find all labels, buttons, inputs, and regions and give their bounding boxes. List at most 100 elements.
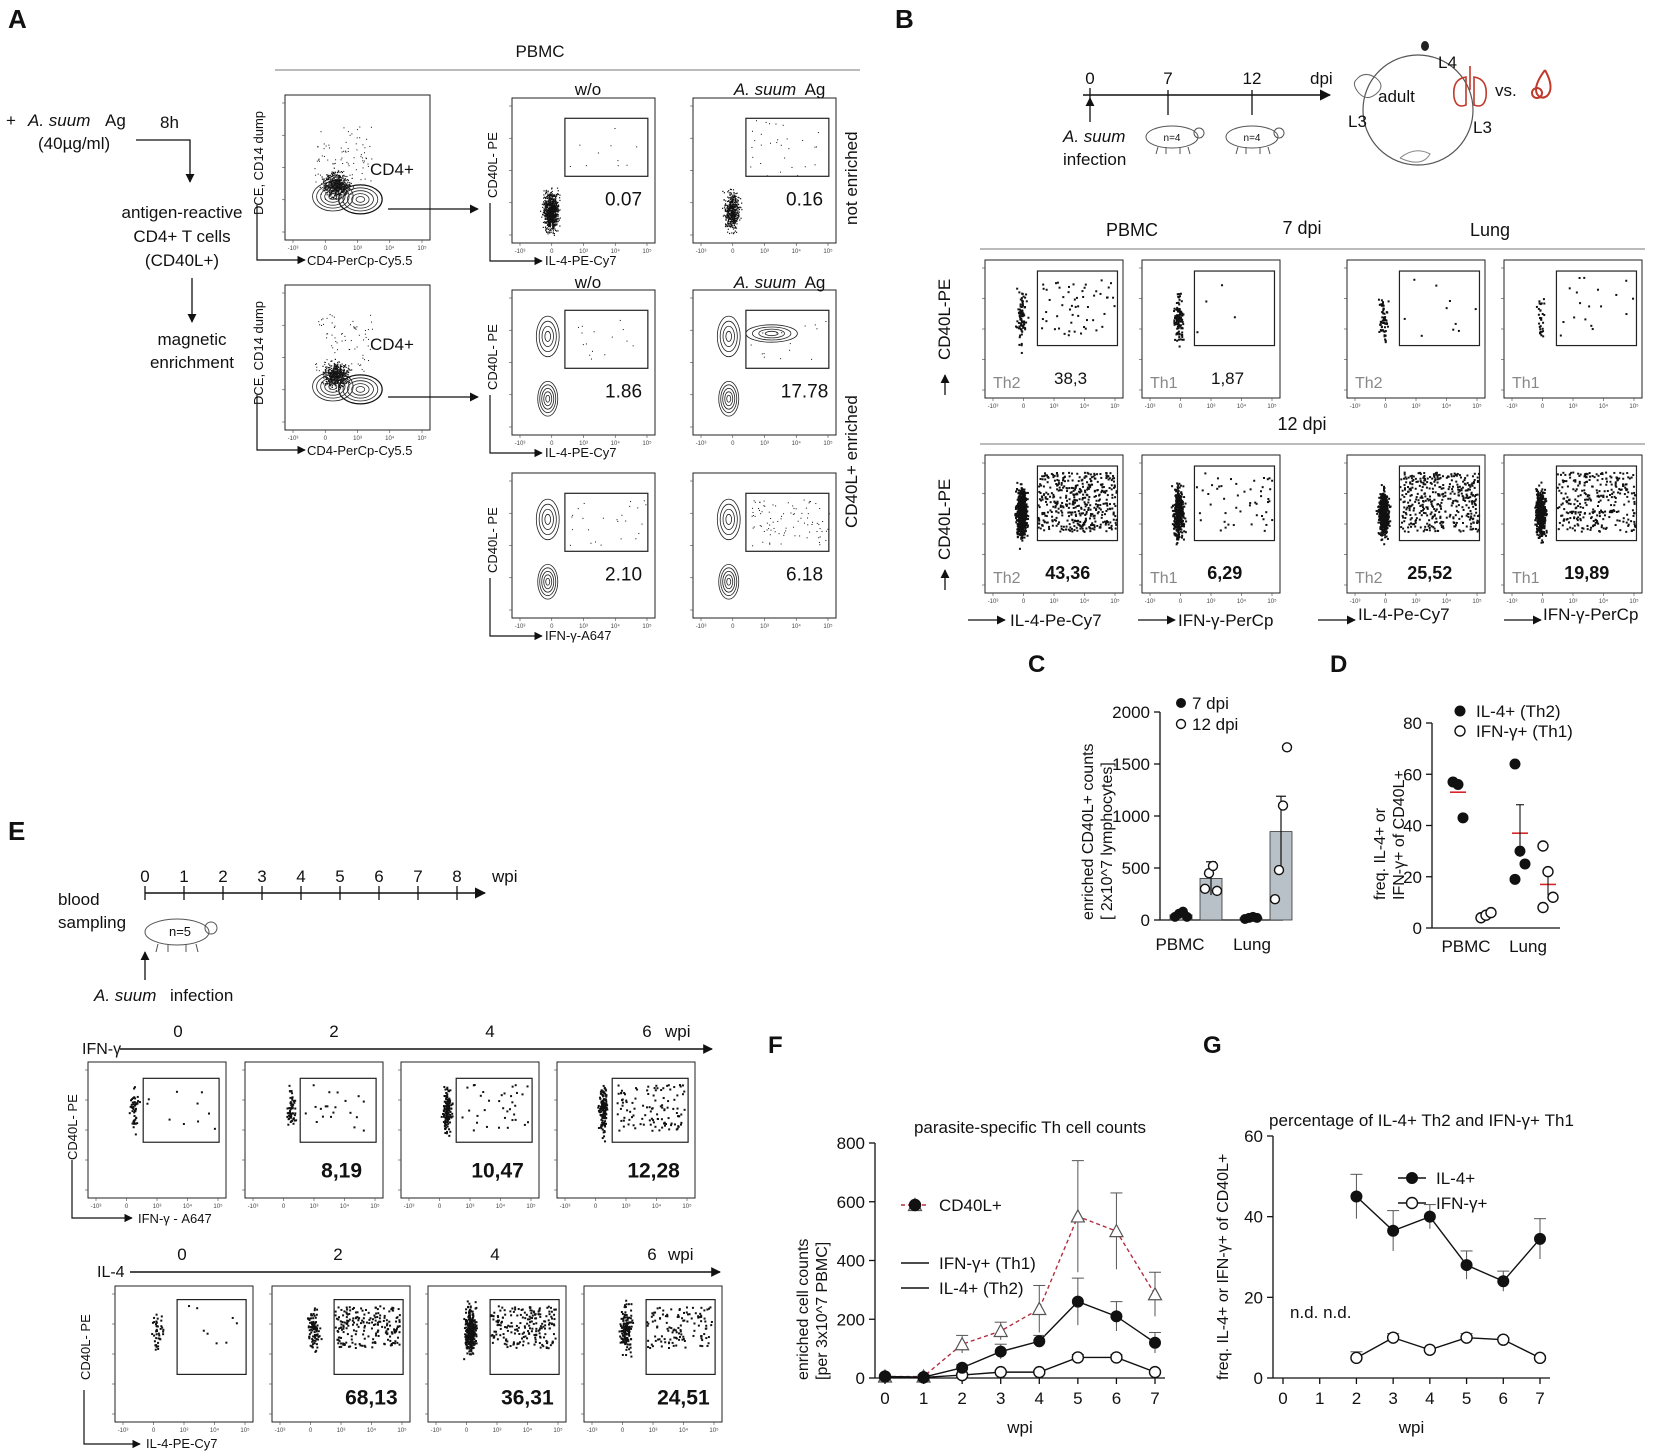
event bbox=[343, 127, 345, 129]
event bbox=[1055, 510, 1058, 513]
event bbox=[1178, 325, 1181, 328]
event bbox=[1060, 482, 1063, 485]
event bbox=[1021, 320, 1024, 323]
event bbox=[751, 130, 753, 132]
event bbox=[549, 197, 552, 199]
event bbox=[359, 137, 361, 139]
event bbox=[551, 199, 553, 201]
event bbox=[1101, 510, 1104, 513]
event bbox=[818, 541, 820, 543]
event bbox=[330, 373, 332, 376]
event bbox=[547, 206, 549, 208]
event bbox=[549, 224, 551, 226]
event bbox=[544, 218, 546, 220]
event bbox=[1074, 488, 1077, 491]
plot-frame bbox=[284, 94, 431, 241]
event bbox=[1179, 317, 1182, 320]
event bbox=[555, 210, 558, 212]
event bbox=[1173, 310, 1176, 313]
event bbox=[550, 230, 552, 232]
event bbox=[1538, 300, 1541, 303]
event bbox=[328, 189, 331, 191]
event bbox=[793, 507, 795, 509]
event bbox=[728, 224, 730, 226]
event bbox=[736, 192, 738, 194]
event bbox=[343, 191, 345, 193]
event bbox=[1026, 534, 1029, 537]
event bbox=[552, 213, 554, 215]
event bbox=[1099, 472, 1102, 475]
event bbox=[760, 144, 762, 146]
event bbox=[335, 192, 338, 194]
event bbox=[1176, 331, 1179, 334]
event bbox=[1099, 483, 1102, 486]
event bbox=[1099, 292, 1102, 295]
event bbox=[737, 216, 739, 219]
event bbox=[1022, 521, 1025, 524]
event bbox=[362, 157, 364, 159]
event bbox=[1055, 516, 1058, 519]
event bbox=[550, 209, 552, 212]
event bbox=[328, 367, 330, 369]
event bbox=[727, 191, 729, 193]
event bbox=[1052, 505, 1055, 508]
contour bbox=[716, 498, 741, 541]
population-tag: Th1 bbox=[1150, 375, 1178, 392]
event bbox=[333, 177, 335, 179]
event bbox=[544, 197, 547, 200]
event bbox=[1060, 525, 1063, 528]
x-tick-label: 10⁵ bbox=[417, 245, 427, 252]
event bbox=[552, 205, 554, 207]
blood-drop-icon bbox=[1531, 69, 1552, 99]
event bbox=[321, 183, 323, 185]
event bbox=[1016, 320, 1019, 323]
event bbox=[550, 214, 552, 216]
event bbox=[342, 369, 345, 371]
plot-frame bbox=[692, 472, 837, 619]
event bbox=[336, 342, 338, 344]
event bbox=[730, 214, 732, 217]
event bbox=[732, 208, 735, 211]
event bbox=[768, 511, 770, 513]
event bbox=[325, 145, 327, 147]
event bbox=[332, 368, 334, 370]
event bbox=[340, 147, 342, 149]
event bbox=[340, 179, 342, 182]
event bbox=[785, 527, 787, 529]
event bbox=[1089, 480, 1092, 483]
event bbox=[780, 518, 782, 520]
event bbox=[1018, 533, 1021, 536]
event bbox=[1017, 507, 1020, 510]
event bbox=[541, 203, 544, 205]
event bbox=[1014, 507, 1017, 510]
event bbox=[1049, 501, 1052, 504]
event bbox=[1022, 513, 1025, 516]
event bbox=[726, 213, 728, 215]
event bbox=[729, 198, 731, 201]
event bbox=[1112, 296, 1115, 299]
event bbox=[1058, 327, 1061, 330]
event bbox=[1026, 514, 1029, 517]
event bbox=[330, 380, 333, 382]
event bbox=[544, 211, 546, 213]
event bbox=[355, 328, 357, 330]
event bbox=[548, 223, 550, 225]
event bbox=[1178, 314, 1181, 317]
event bbox=[553, 208, 556, 211]
event bbox=[1016, 523, 1019, 526]
event bbox=[1022, 530, 1025, 533]
event bbox=[793, 513, 795, 515]
event bbox=[553, 219, 555, 222]
event bbox=[557, 210, 559, 212]
event bbox=[1092, 475, 1095, 478]
event bbox=[1089, 504, 1092, 507]
event bbox=[736, 207, 738, 209]
event bbox=[554, 215, 556, 218]
event bbox=[1172, 513, 1175, 516]
event bbox=[343, 185, 345, 187]
plot-frame bbox=[692, 289, 837, 436]
event bbox=[324, 361, 326, 363]
event bbox=[326, 359, 328, 361]
event bbox=[763, 505, 765, 507]
event bbox=[554, 210, 556, 213]
